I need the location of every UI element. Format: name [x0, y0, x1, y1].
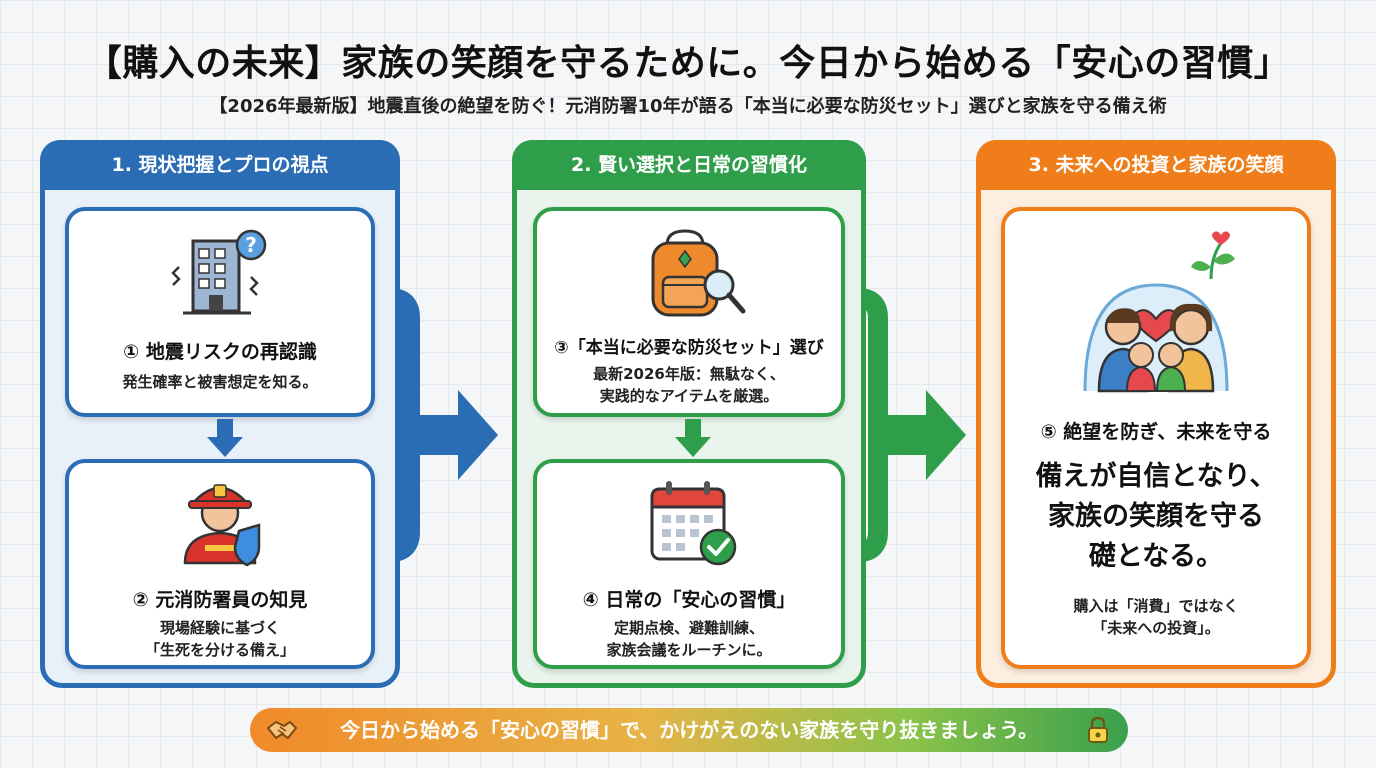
card-3-desc-line-1: 最新2026年版：無駄なく、 — [593, 365, 785, 383]
card-1-desc-line-1: 発生確率と被害想定を知る。 — [122, 373, 318, 391]
handshake-icon — [267, 721, 297, 739]
card-5-desc-line-2: 「未来への投資」。 — [1092, 619, 1220, 637]
panel-future-investment: 3. 未来への投資と家族の笑顔 ⑤ 絶望を防ぎ、未来を守る 備えが自信となり、 … — [976, 140, 1336, 688]
footer-text: 今日から始める「安心の習慣」で、かけがえのない家族を守り抜きましょう。 — [340, 718, 1038, 742]
card-5-statement-line-2: 家族の笑顔を守る — [1048, 501, 1264, 532]
card-5-statement-line-1: 備えが自信となり、 — [1035, 461, 1277, 492]
card-disaster-kit: ③「本当に必要な防災セット」選び 最新2026年版：無駄なく、 実践的なアイテム… — [533, 207, 845, 417]
card-4-title: ④ 日常の「安心の習慣」 — [582, 589, 796, 611]
card-daily-habit: ④ 日常の「安心の習慣」 定期点検、避難訓練、 家族会議をルーチンに。 — [533, 459, 845, 669]
arrow-panel2-to-panel3 — [838, 288, 966, 562]
calendar-check-icon — [650, 481, 737, 566]
page-title: 【購入の未来】家族の笑顔を守るために。今日から始める「安心の習慣」 — [85, 43, 1291, 84]
lock-icon — [1088, 716, 1108, 743]
footer-banner: 今日から始める「安心の習慣」で、かけがえのない家族を守り抜きましょう。 — [250, 708, 1128, 752]
card-4-desc-line-1: 定期点検、避難訓練、 — [613, 619, 764, 637]
card-earthquake-risk: ? ① 地震リスクの再認識 発生確率と被害想定を知る。 — [65, 207, 375, 417]
card-2-desc-line-2: 「生死を分ける備え」 — [144, 641, 295, 659]
building-icon: ? — [171, 229, 267, 315]
card-2-title: ② 元消防署員の知見 — [132, 589, 308, 611]
panel-1-header: 1. 現状把握とプロの視点 — [40, 140, 400, 190]
card-protect-future: ⑤ 絶望を防ぎ、未来を守る 備えが自信となり、 家族の笑顔を守る 礎となる。 購… — [1001, 207, 1311, 669]
down-arrow-icon — [207, 419, 243, 457]
card-5-statement-line-3: 礎となる。 — [1088, 541, 1224, 572]
panel-3-header: 3. 未来への投資と家族の笑顔 — [976, 140, 1336, 190]
firefighter-icon — [183, 484, 261, 567]
svg-text:?: ? — [245, 233, 257, 257]
backpack-icon — [651, 229, 746, 317]
card-3-desc-line-2: 実践的なアイテムを厳選。 — [599, 387, 779, 405]
card-3-title: ③「本当に必要な防災セット」選び — [554, 338, 824, 358]
page-subtitle: 【2026年最新版】地震直後の絶望を防ぐ！元消防署10年が語る「本当に必要な防災… — [209, 96, 1167, 117]
family-icon — [1083, 231, 1235, 393]
card-4-desc-line-2: 家族会議をルーチンに。 — [606, 641, 772, 659]
panel-current-assessment: 1. 現状把握とプロの視点 ? ① 地震リスクの再認識 発生確率と被害想定を知る… — [40, 140, 400, 688]
panel-smart-choice: 2. 賢い選択と日常の習慣化 ③「本当に必要な防災セット」選び 最新2026年版… — [512, 140, 866, 688]
card-5-desc-line-1: 購入は「消費」ではなく — [1073, 597, 1239, 615]
card-1-title: ① 地震リスクの再認識 — [123, 341, 317, 363]
card-5-title: ⑤ 絶望を防ぎ、未来を守る — [1040, 421, 1272, 443]
panel-2-header: 2. 賢い選択と日常の習慣化 — [512, 140, 866, 190]
down-arrow-icon — [675, 419, 711, 457]
card-firefighter-knowledge: ② 元消防署員の知見 現場経験に基づく 「生死を分ける備え」 — [65, 459, 375, 669]
card-2-desc-line-1: 現場経験に基づく — [159, 619, 280, 637]
